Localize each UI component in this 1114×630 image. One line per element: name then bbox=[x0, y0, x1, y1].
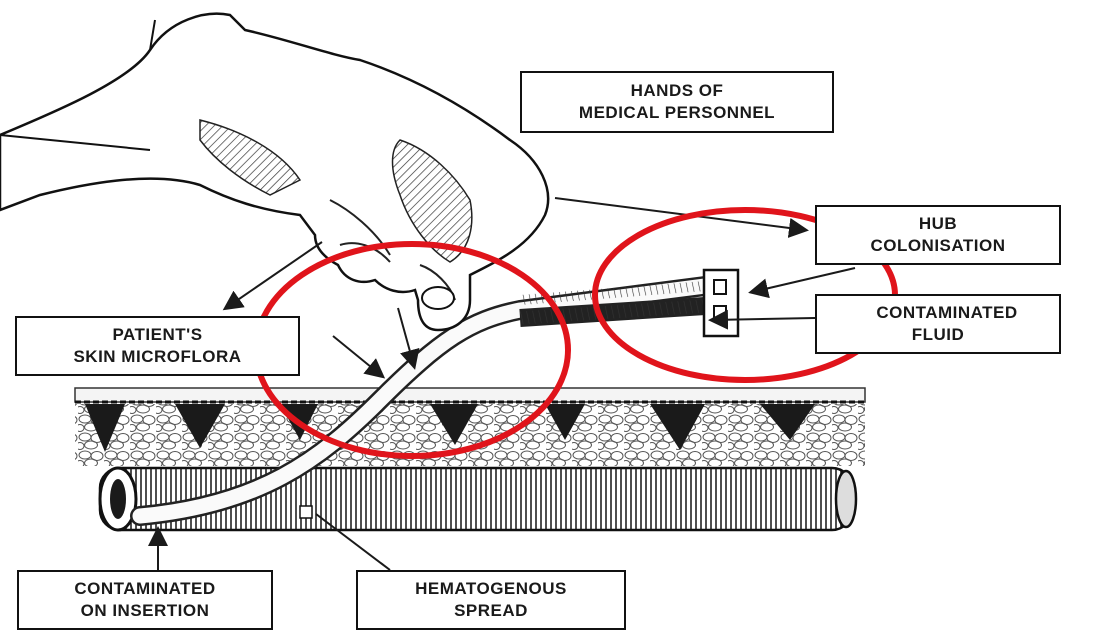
label-fluid-line1: CONTAMINATED bbox=[876, 302, 1017, 324]
label-contaminated-on-insertion: CONTAMINATED ON INSERTION bbox=[17, 570, 273, 630]
label-hands-line2: MEDICAL PERSONNEL bbox=[579, 102, 775, 124]
label-skin-line1: PATIENT'S bbox=[112, 324, 202, 346]
label-contaminated-fluid: CONTAMINATED FLUID bbox=[815, 294, 1061, 354]
label-hub-colonisation: HUB COLONISATION bbox=[815, 205, 1061, 265]
label-hub-line1: HUB bbox=[919, 213, 957, 235]
skin-layer-icon bbox=[75, 388, 865, 466]
hand-icon bbox=[0, 14, 548, 330]
label-hema-line1: HEMATOGENOUS bbox=[415, 578, 567, 600]
label-insertion-line2: ON INSERTION bbox=[81, 600, 210, 622]
label-hub-line2: COLONISATION bbox=[870, 235, 1005, 257]
hub-icon bbox=[704, 270, 738, 336]
label-hands-of-medical-personnel: HANDS OF MEDICAL PERSONNEL bbox=[520, 71, 834, 133]
label-hema-line2: SPREAD bbox=[454, 600, 528, 622]
label-skin-line2: SKIN MICROFLORA bbox=[73, 346, 241, 368]
label-patient-skin-microflora: PATIENT'S SKIN MICROFLORA bbox=[15, 316, 300, 376]
label-fluid-line2: FLUID bbox=[912, 324, 965, 346]
label-insertion-line1: CONTAMINATED bbox=[74, 578, 215, 600]
label-hematogenous-spread: HEMATOGENOUS SPREAD bbox=[356, 570, 626, 630]
label-hands-line1: HANDS OF bbox=[631, 80, 724, 102]
